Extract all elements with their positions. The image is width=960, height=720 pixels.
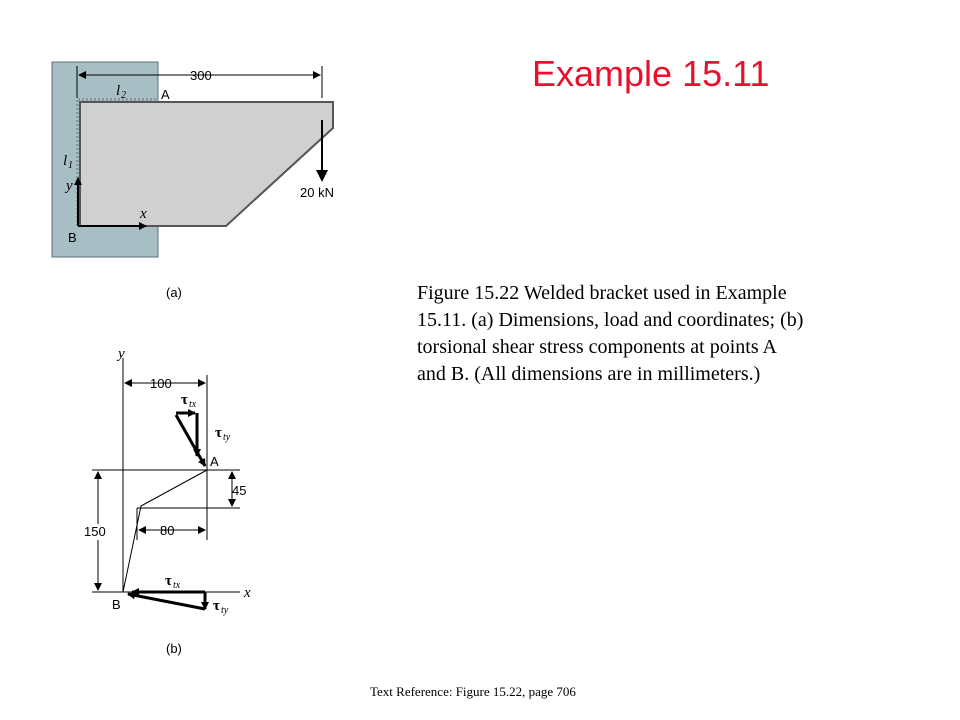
load-label: 20 kN [300,185,334,200]
axis-y-label: y [64,178,73,194]
slide-title: Example 15.11 [532,53,770,94]
bracket-plate [79,101,334,227]
tau-tx-a-sub: tx [189,399,197,410]
figure-a-label: (a) [166,285,182,300]
radius-line [122,469,208,593]
dim-45-label: 45 [232,483,246,498]
dim-150-label: 150 [84,524,106,539]
figure-caption: Figure 15.22 Welded bracket used in Exam… [417,280,897,388]
weld-outline [123,469,208,509]
point-a-label: A [161,87,170,102]
tau-ty-b-label: τ [213,598,220,614]
caption-line: 15.11. (a) Dimensions, load and coordina… [417,309,804,331]
dim-80-label: 80 [160,523,174,538]
tau-ty-a-sub: ty [223,432,231,443]
b-point-b-label: B [112,597,121,612]
tau-ty-a-label: τ [215,425,222,441]
text-reference: Text Reference: Figure 15.22, page 706 [370,684,576,699]
b-axis-y-label: y [116,346,125,362]
l1-subscript: 1 [68,160,73,171]
caption-line: Figure 15.22 Welded bracket used in Exam… [417,282,787,304]
l2-subscript: 2 [121,90,126,101]
l2-label: l [116,83,120,99]
tau-resultant-b-arrow [127,591,206,611]
tau-tx-a-label: τ [181,392,188,408]
tau-tx-b-sub: tx [173,580,181,591]
point-b-label: B [68,230,77,245]
tau-ty-b-sub: ty [221,605,229,616]
weld-line [76,98,158,228]
dim-300-label: 300 [190,68,212,83]
caption-line: and B. (All dimensions are in millimeter… [417,363,761,385]
axis-x-label: x [139,206,147,222]
caption-line: torsional shear stress components at poi… [417,336,777,358]
tau-tx-b-label: τ [165,573,172,589]
dim-100-label: 100 [150,376,172,391]
figure-a: 300 l 2 A l 1 y x B 20 kN (a) [51,61,334,300]
tau-resultant-a-arrow [174,414,207,467]
b-axis-x-label: x [243,585,251,601]
b-point-a-label: A [210,454,219,469]
figure-b-label: (b) [166,641,182,656]
l1-label: l [63,153,67,169]
figure-b: y x 100 45 80 150 τ tx τ ty A [82,346,251,656]
